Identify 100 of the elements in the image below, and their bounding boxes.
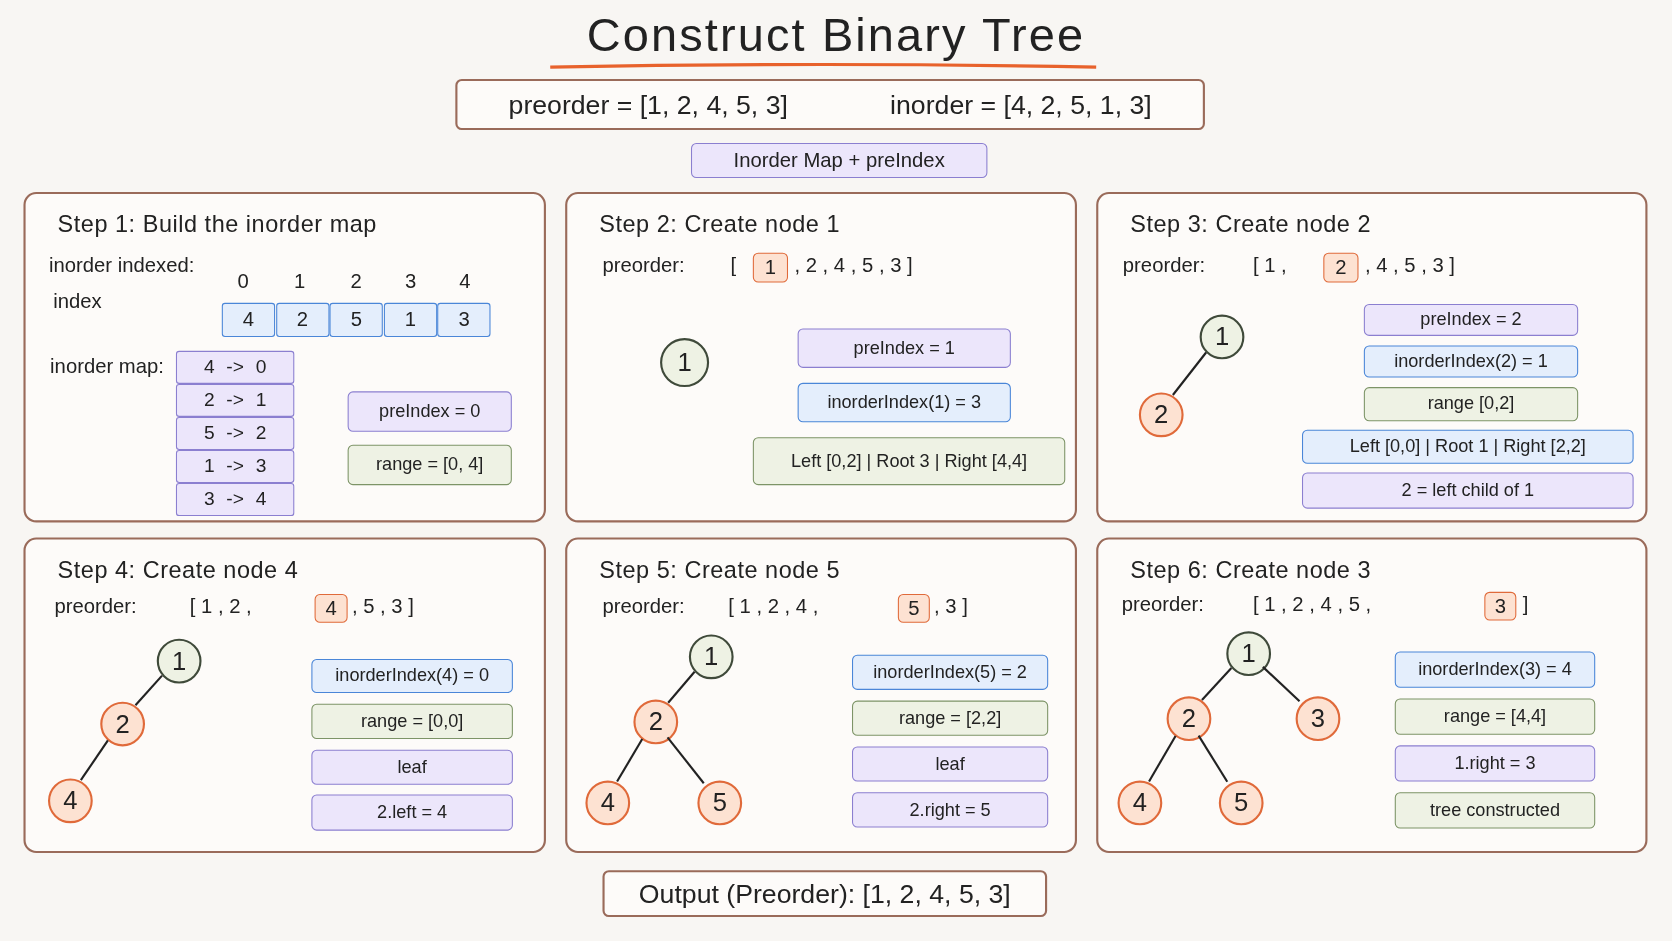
tree-node-circle: 1 [1226,631,1272,677]
row-label: preorder: [602,253,685,278]
state-box: Left [0,2] | Root 3 | Right [4,4] [752,437,1066,486]
tree-node-circle: 1 [156,638,202,684]
array-text: [ 1 , 2 , 4 , [728,595,819,619]
state-box: inorderIndex(5) = 2 [852,654,1049,690]
tree-edge [134,674,163,706]
step-panel [1096,537,1648,854]
state-box: range = [0,0] [311,703,513,739]
state-box: 2.left = 4 [311,794,513,831]
tree-edge [1148,735,1177,782]
tree-node-circle: 2 [1138,392,1184,438]
array-text: , 4 , 5 , 3 ] [1364,253,1455,278]
highlighted-value: 3 [1484,591,1517,621]
row-label: preorder: [54,595,137,619]
tree-node-circle: 4 [1117,780,1163,826]
row-label: preorder: [602,595,685,619]
step-panel [1096,191,1648,523]
tree-node-circle: 2 [1166,696,1212,742]
state-box: inorderIndex(2) = 1 [1363,345,1579,378]
array-text: [ 1 , [1252,253,1287,278]
state-box: 1.right = 3 [1394,745,1596,782]
array-text: inorder = [4, 2, 5, 1, 3] [890,89,1152,120]
array-text: ] [1522,592,1529,617]
highlighted-value: 4 [314,593,348,623]
tree-node-circle: 5 [1218,780,1264,826]
array-text: , 2 , 4 , 5 , 3 ] [794,253,913,278]
row-label: inorder indexed: [49,253,195,278]
array-text: [ [730,253,737,278]
step-panel [565,537,1077,854]
array-text: preorder = [1, 2, 4, 5, 3] [508,89,788,120]
tree-node-circle: 5 [697,780,743,826]
output-box: Output (Preorder): [1, 2, 4, 5, 3] [602,870,1048,918]
state-box: range [0,2] [1363,387,1579,422]
state-box: 3 -> 4 [175,483,295,517]
state-box: 2 [275,302,330,337]
highlighted-value: 2 [1323,252,1359,283]
index-number: 4 [459,269,471,294]
state-box: 2.right = 5 [852,792,1049,828]
state-box: range = [4,4] [1394,698,1596,735]
index-number: 0 [237,269,249,294]
state-box: preIndex = 1 [797,328,1011,368]
tree-edge [79,739,109,781]
tree-node-circle: 4 [585,780,631,826]
step-panel [23,537,546,854]
highlighted-value: 5 [897,593,930,623]
state-box: Left [0,0] | Root 1 | Right [2,2] [1302,429,1634,464]
tree-edge [616,738,644,783]
state-box: 2 = left child of 1 [1302,472,1634,509]
tree-edge [667,671,696,704]
state-box: leaf [311,749,513,785]
state-box: 4 -> 0 [175,350,295,384]
tree-edge [1201,667,1233,701]
tree-node-circle: 4 [48,778,93,824]
index-number: 1 [294,269,306,294]
index-number: 2 [350,269,362,294]
state-box: 5 [329,302,383,337]
state-box: 1 [383,302,437,337]
state-box: inorderIndex(4) = 0 [311,659,513,694]
state-box: 4 [221,302,276,337]
array-box [455,78,1205,131]
state-box: range = [2,2] [852,700,1049,736]
row-label: preorder: [1122,253,1206,278]
state-box: preIndex = 2 [1363,303,1579,336]
tree-edge [1262,666,1301,703]
state-box: inorderIndex(1) = 3 [797,382,1011,423]
index-number: 3 [404,269,417,294]
step-heading: Step 4: Create node 4 [57,556,299,585]
state-box: 1 -> 3 [175,450,295,484]
state-box: 3 [437,302,491,337]
state-box: tree constructed [1394,792,1596,829]
tree-edge [1172,351,1207,396]
array-text: [ 1 , 2 , 4 , 5 , [1252,592,1372,617]
tree-node-circle: 1 [1199,314,1245,360]
state-box: 2 -> 1 [175,383,295,417]
step-heading: Step 3: Create node 2 [1130,211,1372,239]
tree-node-circle: 2 [633,699,679,745]
tree-edge [666,736,705,784]
step-heading: Step 6: Create node 3 [1130,556,1372,585]
state-box: inorderIndex(3) = 4 [1394,651,1596,688]
array-text: , 5 , 3 ] [351,595,414,619]
array-text: [ 1 , 2 , [189,595,252,619]
array-text: , 3 ] [934,595,968,619]
tree-node-circle: 1 [688,634,734,680]
state-box: Inorder Map + preIndex [691,142,988,179]
step-panel [565,191,1077,523]
tree-node-circle: 2 [100,701,145,747]
step-heading: Step 5: Create node 5 [599,556,840,585]
highlighted-value: 1 [752,252,788,283]
row-label: inorder map: [50,355,164,379]
state-box: 5 -> 2 [175,416,295,450]
tree-edge [1197,735,1229,783]
title: Construct Binary Tree [585,8,1087,62]
state-box: range = [0, 4] [347,444,512,486]
step-heading: Step 1: Build the inorder map [57,211,377,239]
row-label: preorder: [1121,592,1204,617]
step-heading: Step 2: Create node 1 [599,211,840,239]
state-box: preIndex = 0 [347,391,512,432]
tree-node-circle: 1 [660,338,710,388]
step-panel [23,191,546,523]
